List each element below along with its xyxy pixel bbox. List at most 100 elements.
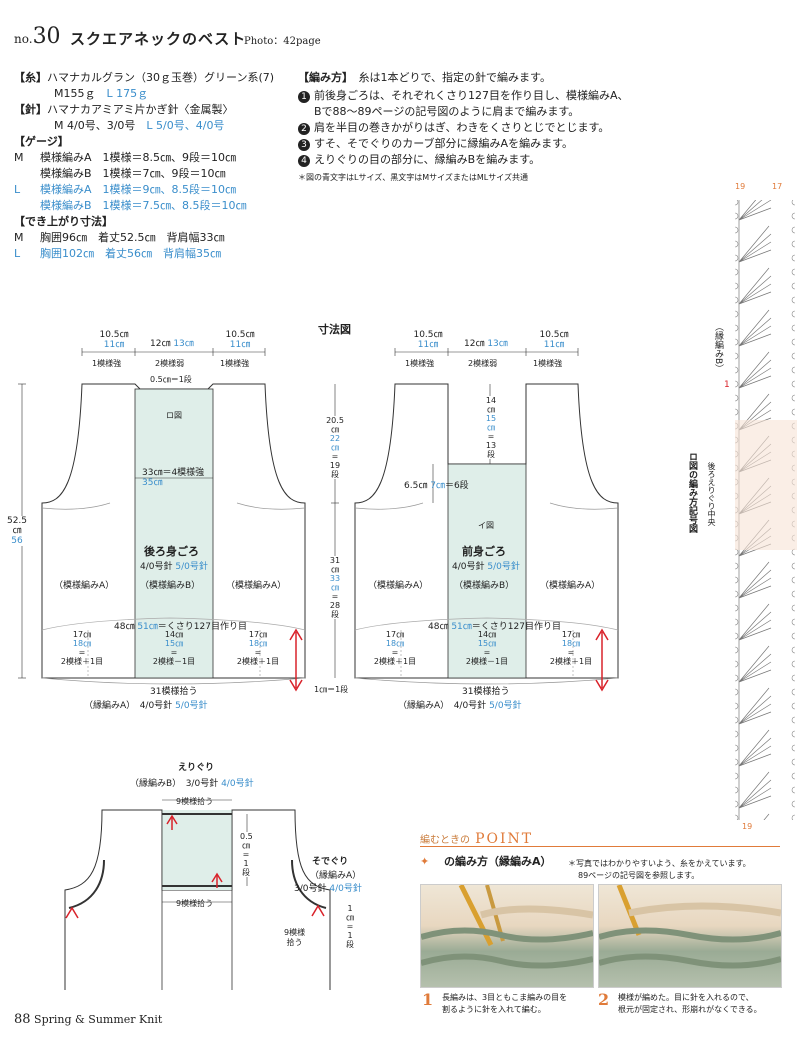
size-diagram (18, 348, 619, 692)
front-shoulder-rows: ＝6段 (444, 481, 469, 491)
back-top-right-label: 10.5㎝ 11㎝ (222, 330, 258, 350)
back-pattern-b: （模様編みB） (140, 581, 201, 591)
chart-edge-label: （縁編みB） (713, 322, 723, 374)
front-pattern-b: （模様編みB） (454, 581, 515, 591)
step-1-caption-b: 割るように針を入れて編む。 (442, 1005, 546, 1014)
front-body-name: 前身ごろ (462, 545, 506, 558)
yarn-m: M155ｇ (54, 87, 96, 100)
side-lower-l-unit: ㎝ (331, 583, 339, 592)
front-br-rows: 2模様＋1目 (549, 657, 593, 666)
front-bm-eq: = (483, 648, 491, 657)
armhole-side-rows: 1 (347, 931, 353, 940)
armhole-side-m: 1 (347, 904, 353, 913)
front-br-eq: = (567, 648, 575, 657)
back-edge-needle-l: 5/0号針 (175, 701, 208, 711)
neckline-pick-bottom: 9模様拾う (176, 899, 214, 908)
front-body-outline (354, 383, 619, 685)
armhole-edge: （縁編みA） (310, 871, 362, 881)
step-2-caption-b: 根元が固定され、形崩れがなくできる。 (618, 1005, 762, 1014)
front-edge-name: （縁編みA） (398, 701, 445, 711)
front-needle-m: 4/0号針 (452, 562, 485, 572)
back-bm-l: 15㎝ (164, 639, 184, 648)
yarn-label: 【糸】 (14, 71, 47, 84)
back-top-mid-l: 13㎝ (173, 339, 194, 349)
front-neck-l-unit: ㎝ (487, 423, 495, 432)
step-3-badge: 3 (298, 139, 310, 151)
front-top-left-l: 11㎝ (417, 340, 439, 350)
neckline-needle-m: 3/0号針 (185, 779, 219, 789)
front-bottom-left: 17㎝ 18㎝ = 2模様＋1目 (373, 630, 417, 666)
back-chain: 48㎝ 51㎝＝くさり127目作り目 (114, 619, 247, 632)
front-shoulder-label: 6.5㎝ 7㎝＝6段 (404, 478, 469, 491)
neckline-edge-name: （縁編みB） (130, 779, 177, 789)
front-bottom-right: 17㎝ 18㎝ = 2模様＋1目 (549, 630, 593, 666)
back-chain-l: 51㎝ (137, 622, 158, 632)
armhole-pick: 9模様 拾う (284, 928, 305, 948)
back-top-mid-m: 12㎝ (150, 339, 171, 349)
front-neck-l: 15 (485, 414, 497, 423)
gauge-l-a: 模様編みA 1模様＝9㎝、8.5段＝10㎝ (40, 183, 237, 196)
front-red-arrow (595, 628, 609, 692)
back-height-label: 52.5 ㎝ 56 (6, 516, 28, 546)
chart-num-bottom: 19 (742, 822, 753, 831)
back-red-arrow (289, 628, 303, 692)
front-edge-needle-l: 5/0号針 (489, 701, 522, 711)
step-3-text: すそ、そでぐりのカーブ部分に縁編みAを編みます。 (314, 137, 573, 150)
footer: 88 Spring & Summer Knit (14, 1012, 162, 1027)
neckline-side-rows: 1 (243, 859, 249, 868)
back-bl-rows: 2模様＋1目 (60, 657, 104, 666)
back-ro-label: ロ図 (166, 411, 182, 420)
step-2-photo (598, 884, 782, 988)
back-width-label: 33㎝＝4模様強 35㎝ (142, 468, 204, 488)
back-br-l: 18㎝ (248, 639, 268, 648)
side-upper-m-unit: ㎝ (331, 425, 339, 434)
neckline-edge: （縁編みB） 3/0号針 4/0号針 (130, 776, 254, 789)
back-needle-l: 5/0号針 (175, 562, 208, 572)
footer-series: Spring & Summer Knit (34, 1013, 163, 1026)
back-top-left-m: 10.5㎝ (99, 330, 129, 340)
back-chain-m: 48㎝ (114, 622, 135, 632)
step-1-badge: 1 (298, 91, 310, 103)
armhole-needle-m: 3/0号針 (294, 884, 327, 894)
chart-title: ロ図の編み方記号図 (687, 452, 697, 533)
back-bm-m: 14㎝ (164, 630, 184, 639)
size-m: 胸囲96㎝ 着丈52.5㎝ 背肩幅33㎝ (40, 231, 225, 244)
step-2-badge: 2 (298, 123, 310, 135)
back-chain-note: ＝くさり127目作り目 (157, 622, 247, 632)
back-bm-rows: 2模様－1目 (152, 657, 196, 666)
front-top-left-label: 10.5㎝ 11㎝ (410, 330, 446, 350)
neckline-side-m: 0.5 (240, 832, 253, 841)
needle-text: ハマナカアミアミ片かぎ針〈金属製〉 (47, 103, 234, 116)
gauge-m-tag: M (14, 151, 24, 164)
needle-label: 【針】 (14, 103, 47, 116)
step-2-text: 肩を半目の巻きかがりはぎ、わきをくさりとじでとじます。 (314, 121, 610, 134)
front-bl-m: 17㎝ (385, 630, 405, 639)
front-top-right-l: 11㎝ (543, 340, 565, 350)
point-subtitle: ✦の編み方（縁編みA） (420, 855, 552, 868)
front-top-right-m: 10.5㎝ (539, 330, 569, 340)
back-neck-note: 0.5㎝＝1段 (150, 375, 192, 384)
front-chain-m: 48㎝ (428, 622, 449, 632)
front-top-right-label: 10.5㎝ 11㎝ (536, 330, 572, 350)
step-4-badge: 4 (298, 155, 310, 167)
side-lower-m: 31 (329, 556, 341, 565)
front-br-m: 17㎝ (561, 630, 581, 639)
back-needle-m: 4/0号針 (140, 562, 173, 572)
back-top-mid-pat: 2模様弱 (155, 359, 185, 368)
front-shoulder-m: 6.5㎝ (404, 481, 428, 491)
stitch-chart-highlight (735, 420, 797, 550)
materials-block: 【糸】ハマナカルグラン（30ｇ玉巻）グリーン系(7) M155ｇ L 175ｇ … (14, 70, 294, 262)
front-br-l: 18㎝ (561, 639, 581, 648)
front-top-left-m: 10.5㎝ (413, 330, 443, 340)
front-shoulder-l: 7㎝ (430, 481, 445, 491)
front-center-panel (447, 463, 527, 679)
back-top-mid-label: 12㎝ 13㎝ (150, 336, 194, 349)
photo-reference: Photo：42page (244, 36, 321, 47)
size-color-note: ＊図の青文字はLサイズ、黒文字はMサイズまたはMLサイズ共通 (298, 173, 528, 182)
chart-subtitle: 後ろえりぐり中央 (707, 462, 716, 526)
back-height-l: 56 (11, 536, 23, 546)
front-chain: 48㎝ 51㎝＝くさり127目作り目 (428, 619, 561, 632)
back-bottom-mid: 14㎝ 15㎝ = 2模様－1目 (152, 630, 196, 666)
front-neck-unit: ㎝ (487, 405, 495, 414)
back-br-eq: = (254, 648, 262, 657)
